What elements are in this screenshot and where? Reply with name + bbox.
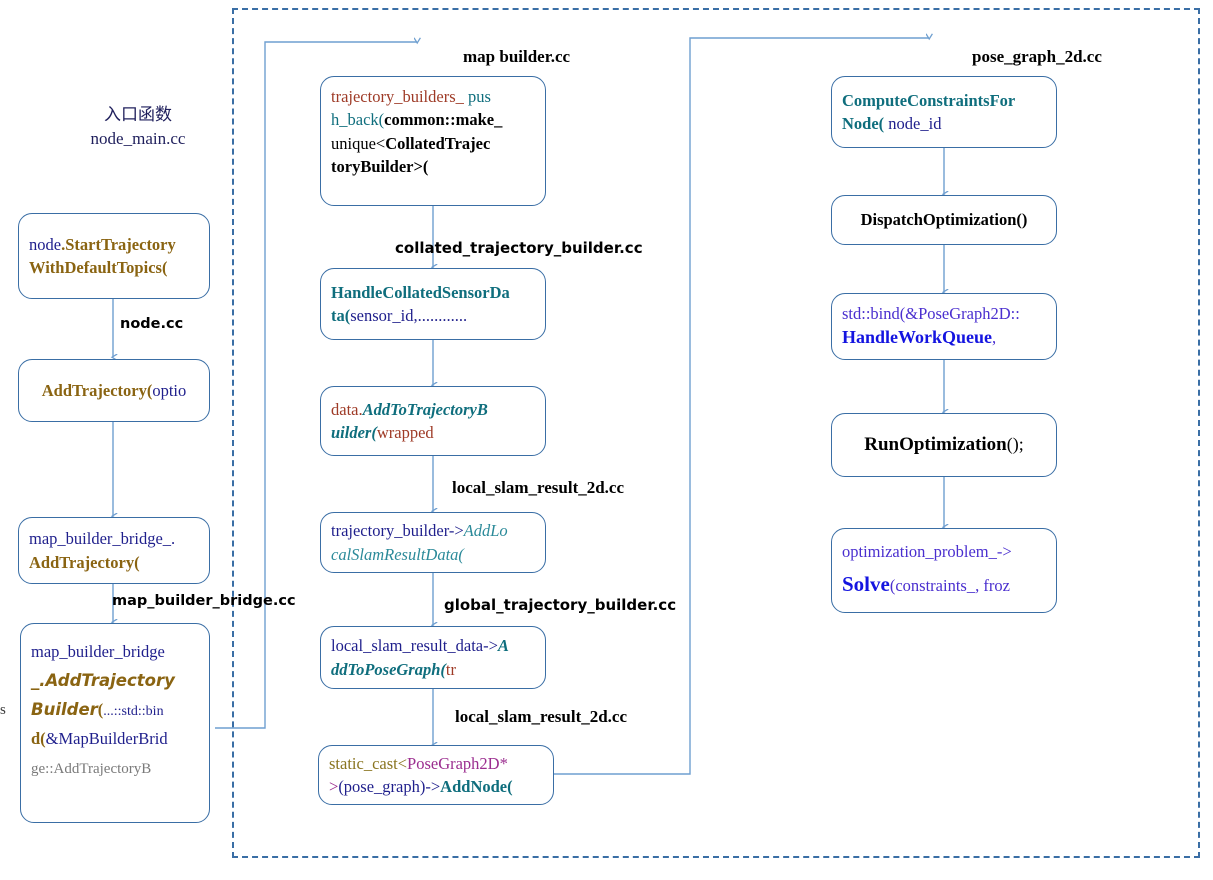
trajectory-builders-push-back-box[interactable]: trajectory_builders_ pus h_back(common::… (320, 76, 546, 206)
edge-label-local-slam-result-2d-cc-b: local_slam_result_2d.cc (455, 707, 628, 726)
clipped-text-fragment: s (0, 702, 6, 718)
entry-title: 入口函数 node_main.cc (63, 100, 213, 149)
entry-title-text: 入口函数 (104, 105, 172, 125)
handle-collated-sensor-data-text: HandleCollatedSensorDa ta(sensor_id,....… (331, 282, 510, 325)
handle-collated-sensor-data-box[interactable]: HandleCollatedSensorDa ta(sensor_id,....… (320, 268, 546, 340)
add-trajectory-options-box[interactable]: AddTrajectory(optio (18, 359, 210, 422)
std-bind-handle-work-queue-text: std::bind(&PoseGraph2D:: HandleWorkQueue… (842, 304, 1020, 348)
node-start-trajectory-text: node.StartTrajectory WithDefaultTopics( (29, 234, 176, 277)
run-optimization-text: RunOptimization(); (864, 433, 1024, 455)
header-pose-graph-2d-cc: pose_graph_2d.cc (972, 47, 1102, 66)
local-slam-result-data-add-to-pose-graph-box[interactable]: local_slam_result_data->A ddToPoseGraph(… (320, 626, 546, 689)
header-map-builder-cc: map builder.cc (463, 47, 571, 66)
static-cast-pose-graph-add-node-box[interactable]: static_cast<PoseGraph2D* >(pose_graph)->… (318, 745, 554, 805)
map-builder-bridge-add-trajectory-builder-text: map_builder_bridge _.AddTrajectory Build… (31, 642, 175, 777)
node-start-trajectory-box[interactable]: node.StartTrajectory WithDefaultTopics( (18, 213, 210, 299)
edge-label-collated-trajectory-builder-cc: collated_trajectory_builder.cc (395, 239, 643, 257)
trajectory-builder-add-local-slam-result-data-text: trajectory_builder->AddLo calSlamResultD… (331, 521, 508, 564)
edge-label-map-builder-bridge-cc: map_builder_bridge.cc (112, 593, 296, 609)
dispatch-optimization-text: DispatchOptimization() (860, 210, 1028, 230)
optimization-problem-solve-text: optimization_problem_-> Solve(constraint… (842, 541, 1012, 597)
static-cast-pose-graph-add-node-text: static_cast<PoseGraph2D* >(pose_graph)->… (329, 753, 513, 796)
edge-label-local-slam-result-2d-cc-a: local_slam_result_2d.cc (452, 478, 625, 497)
data-add-to-trajectory-builder-text: data.AddToTrajectoryB uilder(wrapped (331, 399, 488, 442)
edge-label-node-cc: node.cc (120, 316, 184, 332)
trajectory-builders-push-back-text: trajectory_builders_ pus h_back(common::… (331, 87, 503, 177)
map-builder-bridge-add-trajectory-text: map_builder_bridge_. AddTrajectory( (29, 529, 176, 572)
entry-file-name: node_main.cc (90, 129, 186, 148)
map-builder-bridge-add-trajectory-box[interactable]: map_builder_bridge_. AddTrajectory( (18, 517, 210, 584)
dashed-region-border (232, 8, 1200, 858)
add-trajectory-options-text: AddTrajectory(optio (41, 380, 187, 400)
local-slam-result-data-add-to-pose-graph-text: local_slam_result_data->A ddToPoseGraph(… (331, 636, 509, 679)
trajectory-builder-add-local-slam-result-data-box[interactable]: trajectory_builder->AddLo calSlamResultD… (320, 512, 546, 573)
compute-constraints-for-node-text: ComputeConstraintsFor Node( node_id (842, 90, 1016, 133)
data-add-to-trajectory-builder-box[interactable]: data.AddToTrajectoryB uilder(wrapped (320, 386, 546, 456)
compute-constraints-for-node-box[interactable]: ComputeConstraintsFor Node( node_id (831, 76, 1057, 148)
optimization-problem-solve-box[interactable]: optimization_problem_-> Solve(constraint… (831, 528, 1057, 613)
run-optimization-box[interactable]: RunOptimization(); (831, 413, 1057, 477)
dispatch-optimization-box[interactable]: DispatchOptimization() (831, 195, 1057, 245)
map-builder-bridge-add-trajectory-builder-box[interactable]: map_builder_bridge _.AddTrajectory Build… (20, 623, 210, 823)
std-bind-handle-work-queue-box[interactable]: std::bind(&PoseGraph2D:: HandleWorkQueue… (831, 293, 1057, 360)
edge-label-global-trajectory-builder-cc: global_trajectory_builder.cc (444, 596, 677, 614)
